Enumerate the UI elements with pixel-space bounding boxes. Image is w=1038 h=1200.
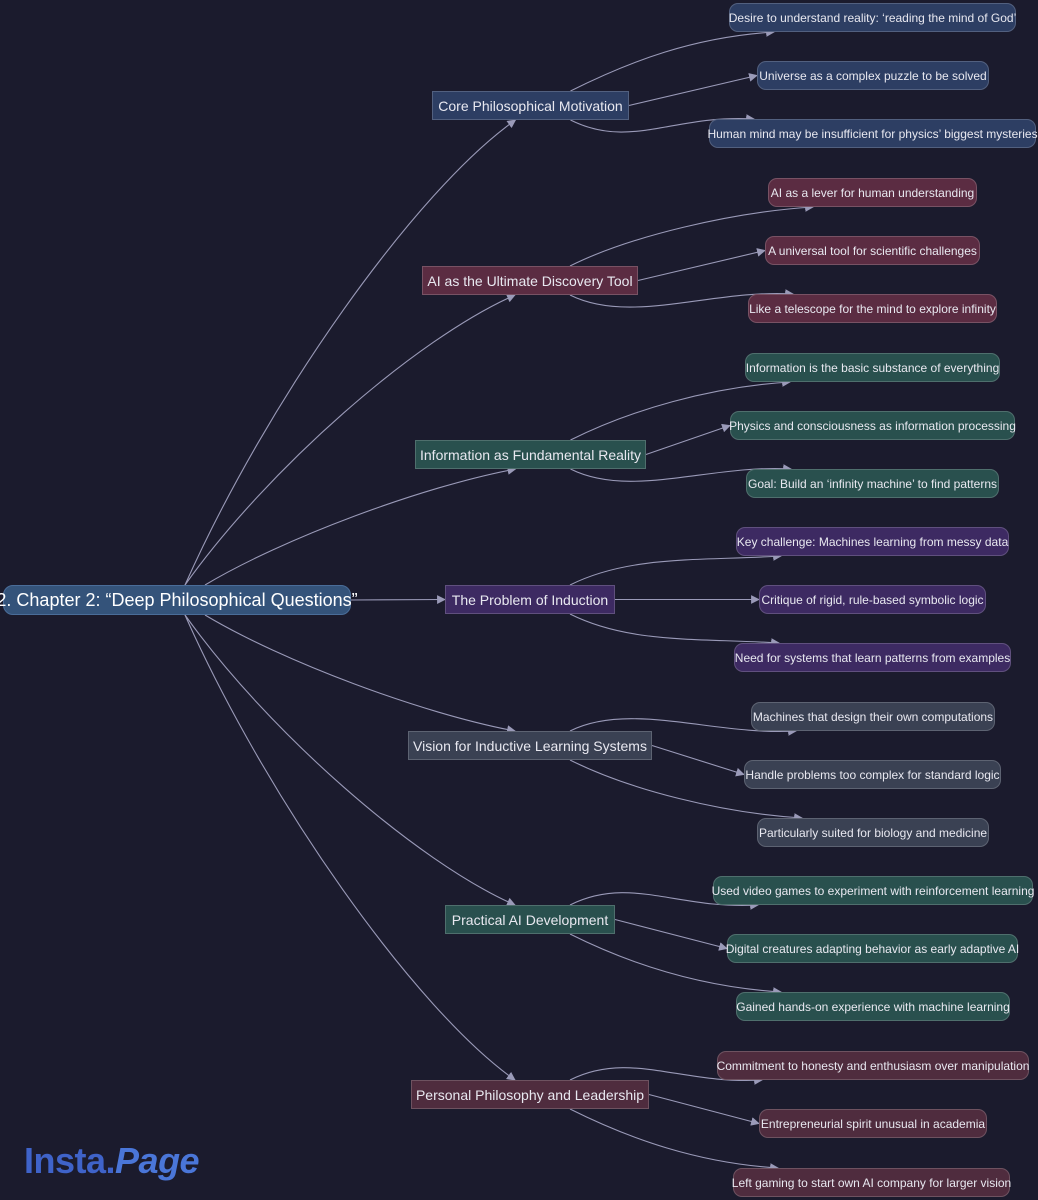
leaf-node[interactable]: Used video games to experiment with rein… xyxy=(711,876,1035,905)
leaf-node[interactable]: Human mind may be insufficient for physi… xyxy=(707,119,1038,148)
leaf-label: Human mind may be insufficient for physi… xyxy=(707,126,1038,141)
leaf-label: Particularly suited for biology and medi… xyxy=(758,825,988,840)
leaf-label: Used video games to experiment with rein… xyxy=(711,883,1035,898)
leaf-label: Left gaming to start own AI company for … xyxy=(731,1175,1012,1190)
leaf-label: Key challenge: Machines learning from me… xyxy=(736,534,1009,549)
leaf-node[interactable]: Digital creatures adapting behavior as e… xyxy=(725,934,1020,963)
leaf-label: Goal: Build an ‘infinity machine’ to fin… xyxy=(747,476,998,491)
root-to-branch-connector xyxy=(184,294,516,586)
leaf-node[interactable]: Need for systems that learn patterns fro… xyxy=(734,643,1011,672)
root-node-label: 2. Chapter 2: “Deep Philosophical Questi… xyxy=(0,589,358,610)
branch-to-leaf-connector xyxy=(569,203,814,267)
leaf-label: Entrepreneurial spirit unusual in academ… xyxy=(760,1116,986,1131)
branch-to-leaf-connector xyxy=(569,759,803,822)
branch-label: Vision for Inductive Learning Systems xyxy=(413,737,647,754)
leaf-node[interactable]: Entrepreneurial spirit unusual in academ… xyxy=(759,1109,987,1138)
branch-label: Practical AI Development xyxy=(451,911,609,928)
leaf-node[interactable]: Left gaming to start own AI company for … xyxy=(731,1168,1012,1197)
branch-node-problem-of-induction[interactable]: The Problem of Induction xyxy=(445,585,615,614)
leaf-node[interactable]: Particularly suited for biology and medi… xyxy=(757,818,989,847)
leaf-node[interactable]: Information is the basic substance of ev… xyxy=(745,353,1000,382)
leaf-node[interactable]: Machines that design their own computati… xyxy=(751,702,995,731)
branch-to-leaf-connector xyxy=(570,28,775,92)
root-to-branch-connector xyxy=(184,119,517,586)
branch-to-leaf-connector xyxy=(569,933,782,996)
leaf-label: A universal tool for scientific challeng… xyxy=(768,243,977,258)
branch-to-leaf-connector xyxy=(570,114,755,133)
leaf-label: Critique of rigid, rule-based symbolic l… xyxy=(761,592,984,607)
branch-to-leaf-connector xyxy=(569,892,759,910)
leaf-label: Commitment to honesty and enthusiasm ove… xyxy=(716,1058,1030,1073)
branch-to-leaf-connector xyxy=(569,1067,763,1085)
branch-to-leaf-connector xyxy=(569,718,797,736)
root-to-branch-connector xyxy=(184,614,516,906)
branch-node-core-philosophical-motivation[interactable]: Core Philosophical Motivation xyxy=(432,91,629,120)
leaf-label: Universe as a complex puzzle to be solve… xyxy=(759,68,987,83)
leaf-label: Desire to understand reality: ‘reading t… xyxy=(728,10,1017,25)
branch-label: AI as the Ultimate Discovery Tool xyxy=(427,272,633,289)
insta-page-logo: Insta.Page xyxy=(24,1140,200,1182)
leaf-label: Need for systems that learn patterns fro… xyxy=(734,650,1011,665)
leaf-node[interactable]: Gained hands-on experience with machine … xyxy=(736,992,1010,1021)
leaf-node[interactable]: Physics and consciousness as information… xyxy=(729,411,1016,440)
leaf-node[interactable]: Goal: Build an ‘infinity machine’ to fin… xyxy=(746,469,999,498)
branch-label: Information as Fundamental Reality xyxy=(420,446,641,463)
leaf-label: Information is the basic substance of ev… xyxy=(745,360,1000,375)
leaf-node[interactable]: Desire to understand reality: ‘reading t… xyxy=(729,3,1016,32)
branch-to-leaf-connector xyxy=(569,1108,779,1172)
branch-to-leaf-connector xyxy=(637,248,766,282)
root-to-branch-connector xyxy=(350,595,446,604)
logo-text-insta: Insta. xyxy=(24,1140,116,1181)
root-node[interactable]: 2. Chapter 2: “Deep Philosophical Questi… xyxy=(0,585,358,615)
branch-to-leaf-connector xyxy=(645,423,731,456)
leaf-node[interactable]: AI as a lever for human understanding xyxy=(768,178,977,207)
branch-to-leaf-connector xyxy=(628,73,758,107)
leaf-node[interactable]: Universe as a complex puzzle to be solve… xyxy=(757,61,989,90)
branch-to-leaf-connector xyxy=(648,1093,760,1126)
leaf-label: Machines that design their own computati… xyxy=(752,709,994,724)
root-to-branch-connector xyxy=(204,614,516,734)
leaf-label: Gained hands-on experience with machine … xyxy=(736,999,1010,1014)
branch-to-leaf-connector xyxy=(569,552,782,586)
leaf-label: Digital creatures adapting behavior as e… xyxy=(725,941,1020,956)
branch-node-personal-philosophy[interactable]: Personal Philosophy and Leadership xyxy=(411,1080,649,1109)
leaf-node[interactable]: Commitment to honesty and enthusiasm ove… xyxy=(717,1051,1029,1080)
leaf-label: Like a telescope for the mind to explore… xyxy=(749,301,996,316)
branch-label: Core Philosophical Motivation xyxy=(438,97,623,114)
leaf-node[interactable]: Like a telescope for the mind to explore… xyxy=(748,294,997,323)
branch-node-ai-discovery-tool[interactable]: AI as the Ultimate Discovery Tool xyxy=(422,266,638,295)
branch-label: Personal Philosophy and Leadership xyxy=(415,1086,645,1103)
branch-node-information-reality[interactable]: Information as Fundamental Reality xyxy=(415,440,646,469)
leaf-node[interactable]: Critique of rigid, rule-based symbolic l… xyxy=(759,585,986,614)
branch-to-leaf-connector xyxy=(569,289,794,308)
leaf-node[interactable]: Handle problems too complex for standard… xyxy=(744,760,1001,789)
leaf-label: Handle problems too complex for standard… xyxy=(745,767,1000,782)
branch-to-leaf-connector xyxy=(570,464,792,482)
root-to-branch-connector xyxy=(184,614,516,1081)
branch-to-leaf-connector xyxy=(569,613,780,647)
leaf-label: AI as a lever for human understanding xyxy=(770,185,975,200)
branch-node-inductive-learning-vision[interactable]: Vision for Inductive Learning Systems xyxy=(408,731,652,760)
branch-to-leaf-connector xyxy=(570,378,791,441)
leaf-node[interactable]: A universal tool for scientific challeng… xyxy=(765,236,980,265)
branch-node-practical-ai-development[interactable]: Practical AI Development xyxy=(445,905,615,934)
branch-to-leaf-connector xyxy=(651,744,745,777)
leaf-node[interactable]: Key challenge: Machines learning from me… xyxy=(736,527,1009,556)
branch-label: The Problem of Induction xyxy=(451,591,609,608)
logo-text-page: Page xyxy=(115,1140,200,1181)
leaf-label: Physics and consciousness as information… xyxy=(729,418,1016,433)
branch-to-leaf-connector xyxy=(614,918,728,951)
root-to-branch-connector xyxy=(204,466,517,586)
